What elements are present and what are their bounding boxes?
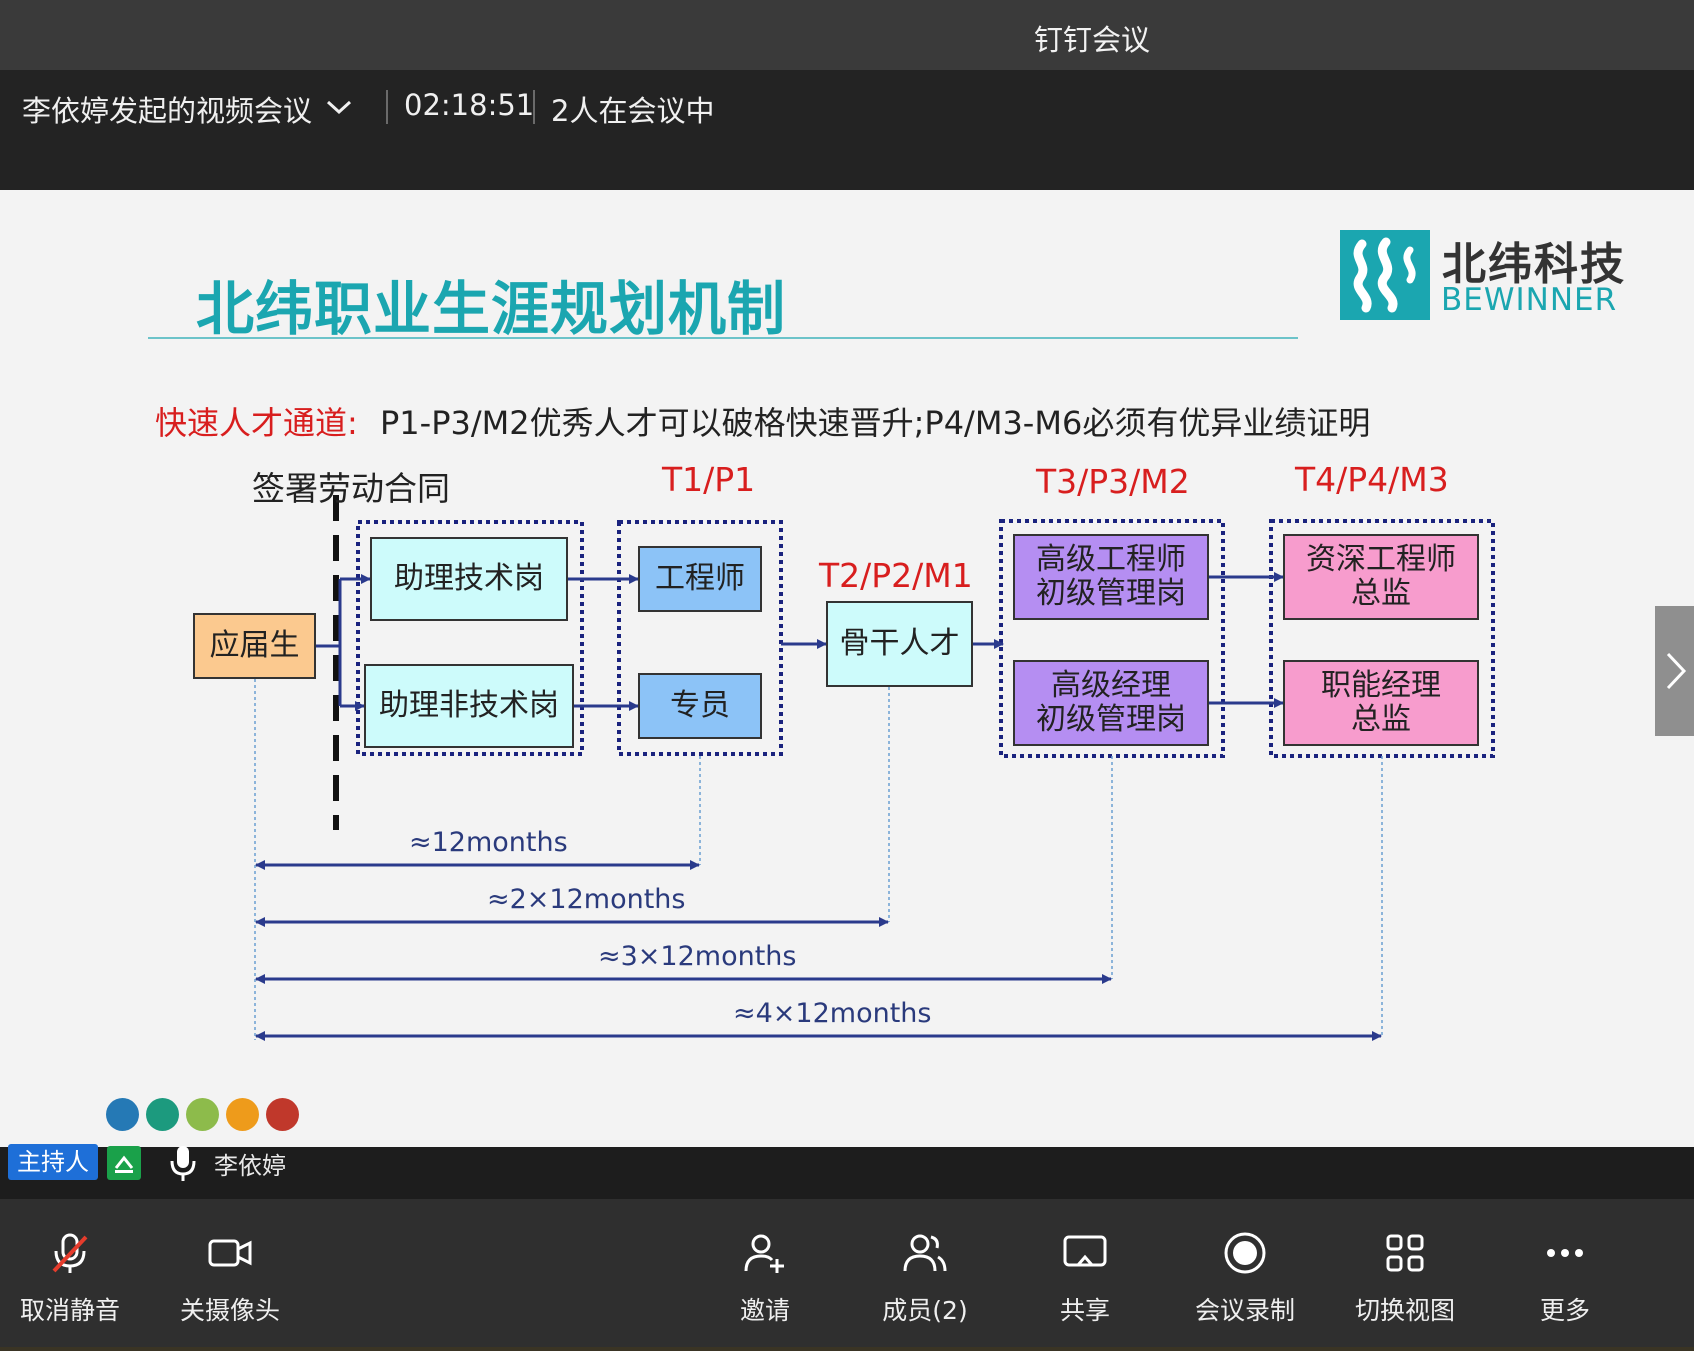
invite-icon: [744, 1234, 784, 1273]
shared-screen: 北纬职业生涯规划机制 北纬科技 BEWINNER 快速人才通道: P1-P3/M…: [0, 190, 1694, 1147]
switch-view-button[interactable]: 切换视图: [1345, 1199, 1465, 1351]
box-principal-engineer-line2: 总监: [1351, 576, 1411, 611]
record-label: 会议录制: [1194, 1296, 1295, 1325]
color-dot: [106, 1098, 139, 1131]
unmute-button[interactable]: 取消静音: [10, 1199, 130, 1351]
box-specialist-label: 专员: [670, 688, 730, 724]
unmute-label: 取消静音: [19, 1296, 120, 1325]
presenter-name: 李依婷: [214, 1152, 286, 1180]
bottom-edge: [0, 1347, 1694, 1351]
mic-icon: [170, 1146, 196, 1181]
fast-track-text: P1-P3/M2优秀人才可以破格快速晋升;P4/M3-M6必须有优异业绩证明: [380, 404, 1371, 442]
presenter-bar: [0, 1147, 1694, 1199]
meeting-timer: 02:18:51: [404, 88, 535, 122]
color-dot: [186, 1098, 219, 1131]
switch-view-label: 切换视图: [1354, 1296, 1455, 1325]
box-graduate-label: 应届生: [209, 628, 300, 664]
meeting-title[interactable]: 李依婷发起的视频会议: [22, 94, 313, 128]
bewinner-logo-icon: [1340, 230, 1430, 320]
divider: [386, 90, 388, 124]
share-button[interactable]: 共享: [1025, 1199, 1145, 1351]
box-graduate: 应届生: [193, 613, 316, 679]
duration-label-4: ≈4×12months: [733, 998, 932, 1029]
box-functional-manager: 职能经理 总监: [1283, 660, 1479, 746]
box-senior-engineer-line1: 高级工程师: [1036, 542, 1186, 578]
presentation-slide: 北纬职业生涯规划机制 北纬科技 BEWINNER 快速人才通道: P1-P3/M…: [0, 190, 1694, 1147]
logo-chinese-name: 北纬科技: [1442, 239, 1626, 290]
more-button[interactable]: 更多: [1505, 1199, 1625, 1351]
more-icon: [1547, 1249, 1583, 1257]
logo-english-name: BEWINNER: [1441, 282, 1618, 318]
grid-view-icon: [1386, 1234, 1424, 1272]
duration-label-2: ≈2×12months: [487, 884, 686, 915]
record-button[interactable]: 会议录制: [1185, 1199, 1305, 1351]
box-assistant-nontech: 助理非技术岗: [364, 664, 574, 748]
share-label: 共享: [1059, 1296, 1110, 1325]
box-functional-manager-line2: 总监: [1351, 702, 1411, 737]
fast-track-label: 快速人才通道:: [155, 404, 358, 442]
members-icon: [903, 1234, 947, 1272]
share-screen-icon: [1063, 1235, 1107, 1267]
window-title-bar: 钉钉会议: [0, 0, 1694, 70]
participants-count[interactable]: 2人在会议中: [551, 94, 715, 128]
duration-label-3: ≈3×12months: [598, 941, 797, 972]
box-functional-manager-line1: 职能经理: [1321, 668, 1441, 704]
camera-off-button[interactable]: 关摄像头: [170, 1199, 290, 1351]
stage-label-t2: T2/P2/M1: [819, 556, 973, 595]
mic-muted-icon: [52, 1233, 88, 1273]
stage-label-t3: T3/P3/M2: [1036, 462, 1190, 501]
chevron-down-icon[interactable]: [322, 92, 356, 122]
divider: [533, 90, 535, 124]
color-dot: [146, 1098, 179, 1131]
members-label: 成员(2): [882, 1296, 968, 1325]
stage-label-t1: T1/P1: [662, 460, 756, 499]
invite-label: 邀请: [739, 1296, 790, 1325]
box-assistant-nontech-label: 助理非技术岗: [379, 688, 559, 724]
box-senior-manager: 高级经理 初级管理岗: [1013, 660, 1209, 746]
color-dot: [226, 1098, 259, 1131]
box-principal-engineer-line1: 资深工程师: [1306, 542, 1456, 578]
host-badge: 主持人: [8, 1144, 98, 1180]
box-senior-engineer: 高级工程师 初级管理岗: [1013, 534, 1209, 620]
members-button[interactable]: 成员(2): [865, 1199, 985, 1351]
box-assistant-tech-label: 助理技术岗: [394, 561, 544, 597]
box-senior-manager-line1: 高级经理: [1051, 668, 1171, 704]
box-backbone-label: 骨干人才: [839, 626, 960, 662]
meeting-info-bar: 李依婷发起的视频会议 02:18:51 2人在会议中: [0, 70, 1694, 190]
camera-off-label: 关摄像头: [179, 1296, 280, 1325]
record-icon: [1224, 1232, 1266, 1274]
title-underline: [148, 337, 1298, 339]
career-path-diagram: [254, 495, 1495, 1041]
duration-label-1: ≈12months: [409, 827, 568, 858]
box-backbone-talent: 骨干人才: [826, 601, 973, 687]
box-senior-manager-line2: 初级管理岗: [1036, 702, 1186, 737]
camera-icon: [208, 1239, 252, 1267]
box-senior-engineer-line2: 初级管理岗: [1036, 576, 1186, 611]
meeting-toolbar: 取消静音 关摄像头 邀请 成员(2) 共享: [0, 1199, 1694, 1351]
screen-share-indicator-icon: [107, 1146, 141, 1180]
box-engineer-label: 工程师: [655, 561, 745, 597]
app-title: 钉钉会议: [1034, 23, 1151, 57]
next-page-button[interactable]: [1655, 606, 1694, 736]
stage-label-contract: 签署劳动合同: [252, 469, 450, 508]
chevron-right-icon: [1666, 652, 1687, 690]
slide-title: 北纬职业生涯规划机制: [196, 275, 787, 343]
box-principal-engineer: 资深工程师 总监: [1283, 534, 1479, 620]
box-assistant-tech: 助理技术岗: [370, 537, 568, 621]
invite-button[interactable]: 邀请: [705, 1199, 825, 1351]
box-specialist: 专员: [638, 673, 762, 739]
stage-label-t4: T4/P4/M3: [1295, 460, 1449, 499]
box-engineer: 工程师: [638, 546, 762, 612]
more-label: 更多: [1539, 1296, 1590, 1325]
color-dot: [266, 1098, 299, 1131]
